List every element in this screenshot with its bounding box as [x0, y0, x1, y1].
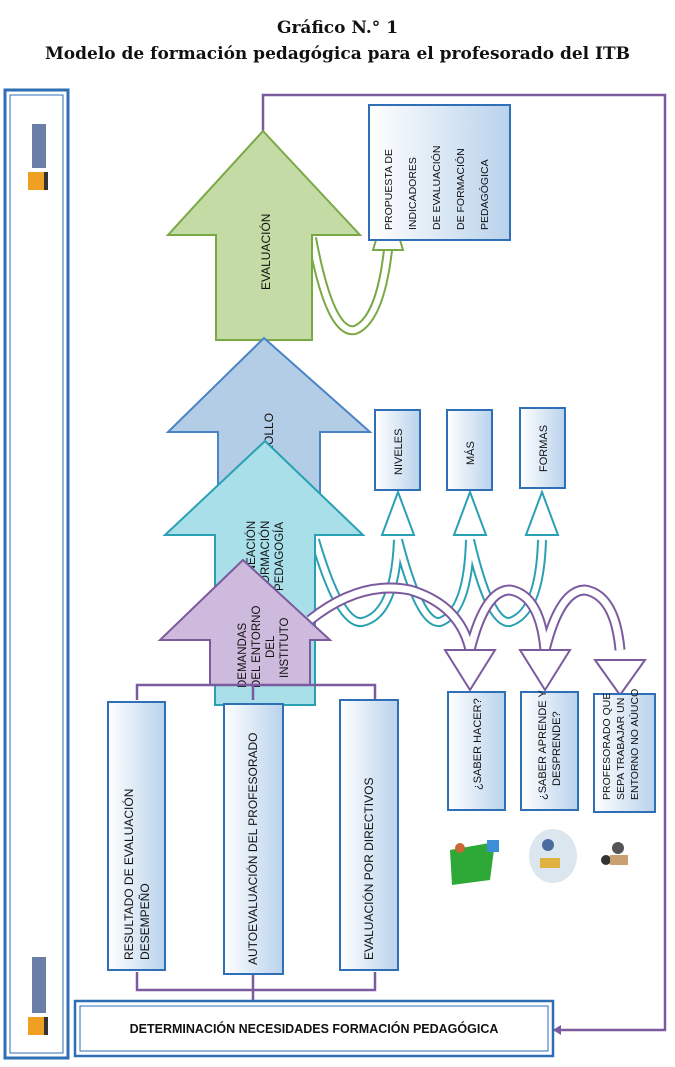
- box-saber-hacer: ¿SABER HACER?: [447, 691, 506, 811]
- niveles-label: NIVELES: [393, 429, 405, 475]
- clipart-students: [529, 829, 577, 883]
- formas-label: FORMAS: [538, 425, 550, 472]
- input-brackets: [135, 683, 377, 1001]
- label-demandas: INSTITUTO: [279, 617, 291, 678]
- clipart-teacher-board: [450, 840, 499, 885]
- label-evaluacion: EVALUACIÓN: [258, 214, 273, 290]
- box-niveles: NIVELES: [374, 409, 421, 491]
- label-planeacion: FORMACIÓN: [259, 521, 272, 591]
- resultado-label: DESEMPEÑO: [138, 883, 152, 960]
- feedback-arrowhead: [553, 1025, 561, 1035]
- autoevaluacion-label: AUTOEVALUACIÓN DEL PROFESORADO: [245, 733, 260, 966]
- profesorado-label: SEPA TRABAJAR UN: [615, 698, 627, 800]
- directivos-label: EVALUACIÓN POR DIRECTIVOS: [361, 778, 376, 960]
- figure-number: Gráfico N.° 1: [276, 18, 399, 38]
- propuesta-line: DE FORMACIÓN: [454, 148, 467, 230]
- box-saber-aprende: ¿SABER APRENDE Y DESPRENDE?: [520, 690, 579, 811]
- box-propuesta: PROPUESTA DE INDICADORES DE EVALUACIÓN D…: [368, 104, 511, 241]
- box-profesorado: PROFESORADO QUE SEPA TRABAJAR UN ENTORNO…: [593, 689, 656, 813]
- label-planeacion: PEDAGOGÍA: [273, 522, 286, 591]
- box-evaluacion-directivos: EVALUACIÓN POR DIRECTIVOS: [339, 699, 399, 971]
- resultado-label: RESULTADO DE EVALUACIÓN: [121, 789, 136, 960]
- figure-title: Modelo de formación pedagógica para el p…: [44, 44, 631, 64]
- propuesta-line: DE EVALUACIÓN: [430, 146, 443, 230]
- clipart-group-work: [601, 842, 628, 865]
- box-resultado-evaluacion: RESULTADO DE EVALUACIÓN DESEMPEÑO: [107, 701, 166, 971]
- profesorado-label: PROFESORADO QUE: [601, 693, 613, 800]
- box-mas: MÁS: [446, 409, 493, 491]
- box-formas: FORMAS: [519, 407, 566, 489]
- curved-arrows-demandas: [306, 582, 647, 697]
- logo-top: [28, 124, 48, 190]
- box-determinacion: DETERMINACIÓN NECESIDADES FORMACIÓN PEDA…: [73, 999, 555, 1058]
- saber-hacer-label: ¿SABER HACER?: [472, 698, 484, 790]
- label-demandas: DEL: [265, 635, 277, 658]
- saber-aprende-label: DESPRENDE?: [551, 711, 563, 786]
- propuesta-line: PROPUESTA DE: [383, 149, 395, 230]
- left-frame: [3, 88, 70, 1060]
- determinacion-label: DETERMINACIÓN NECESIDADES FORMACIÓN PEDA…: [130, 1021, 499, 1036]
- feedback-connector: [261, 93, 667, 1032]
- mas-label: MÁS: [464, 441, 477, 465]
- logo-bottom: [28, 957, 48, 1035]
- saber-aprende-label: ¿SABER APRENDE Y: [537, 690, 549, 800]
- propuesta-line: PEDAGÓGICA: [478, 159, 491, 230]
- curved-arrows-planeacion: [310, 489, 560, 628]
- box-autoevaluacion: AUTOEVALUACIÓN DEL PROFESORADO: [223, 703, 284, 975]
- label-demandas: DEL ENTORNO: [251, 606, 263, 688]
- label-demandas: DEMANDAS: [237, 622, 249, 688]
- propuesta-line: INDICADORES: [407, 157, 419, 230]
- profesorado-label: ENTORNO NO AÚUCO: [628, 689, 641, 800]
